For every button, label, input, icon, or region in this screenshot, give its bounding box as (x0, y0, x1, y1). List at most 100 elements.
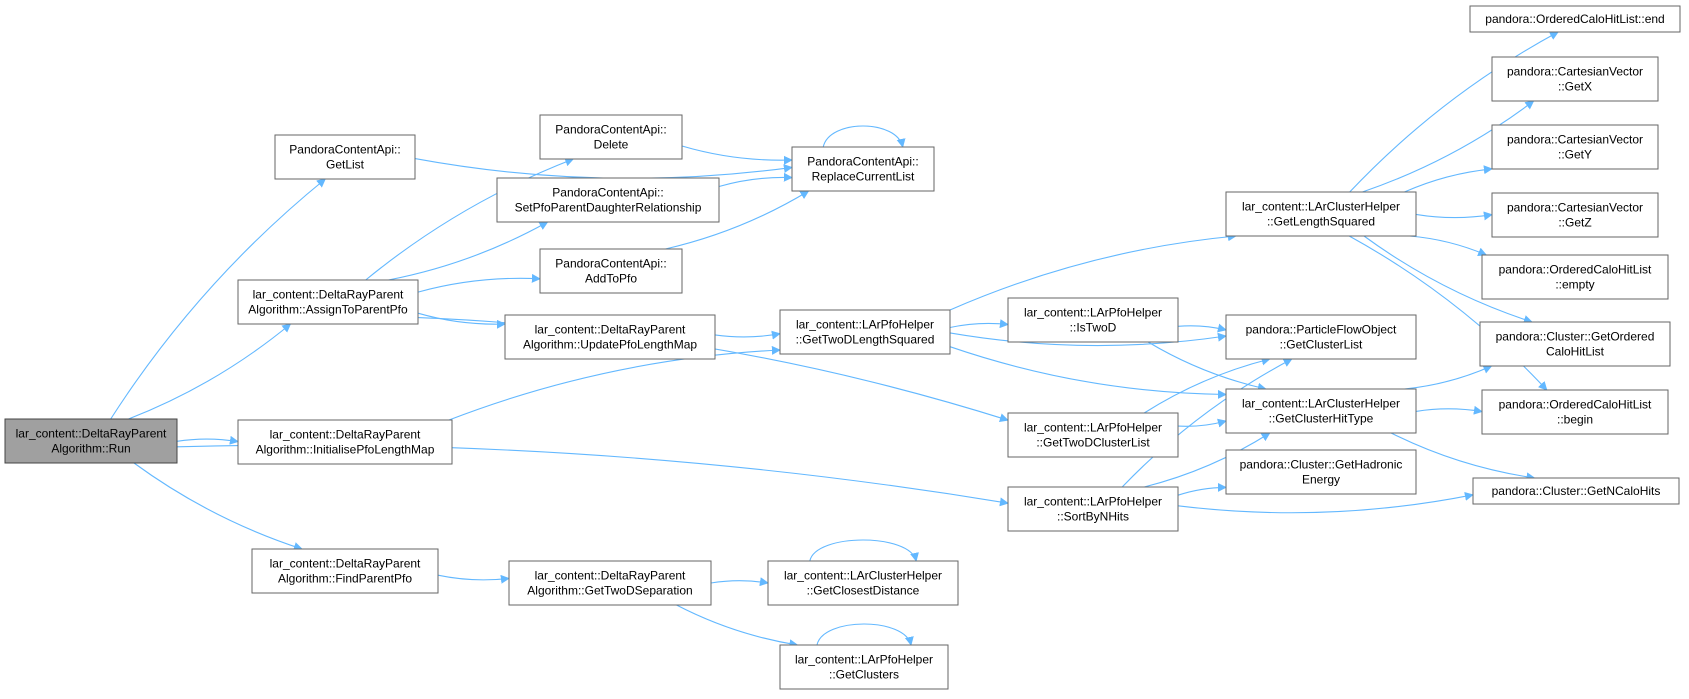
node-box (767, 560, 959, 606)
node-setpfo[interactable]: PandoraContentApi::SetPfoParentDaughterR… (496, 177, 720, 223)
node-label-line: lar_content::LArPfoHelper (1024, 421, 1162, 435)
node-box (4, 418, 178, 464)
edge-twodlen-to-istwod (949, 319, 1009, 329)
node-label-line: ::GetClusters (829, 668, 899, 682)
edge-assign-to-twodclist (417, 317, 1009, 423)
node-label-line: Delete (594, 138, 629, 152)
edge-run-to-assign (128, 323, 292, 420)
edge-lensq-to-getx (1362, 100, 1535, 193)
node-hittype[interactable]: lar_content::LArClusterHelper::GetCluste… (1225, 388, 1417, 434)
node-box (1007, 486, 1179, 532)
node-label-line: ::GetClusterHitType (1269, 412, 1374, 426)
node-label-line: PandoraContentApi:: (552, 186, 663, 200)
node-label-line: lar_content::DeltaRayParent (535, 569, 686, 583)
node-label-line: lar_content::LArPfoHelper (1024, 495, 1162, 509)
edge-twodlen-to-lensq (949, 232, 1237, 311)
node-label-line: pandora::Cluster::GetHadronic (1240, 458, 1403, 472)
node-box (779, 644, 949, 690)
node-delete[interactable]: PandoraContentApi::Delete (539, 114, 683, 160)
node-label-line: PandoraContentApi:: (289, 143, 400, 157)
edge-lensq-to-gety (1404, 165, 1493, 193)
node-label-line: ::GetY (1558, 148, 1592, 162)
node-updatepfo[interactable]: lar_content::DeltaRayParentAlgorithm::Up… (504, 314, 716, 360)
node-replace[interactable]: PandoraContentApi::ReplaceCurrentList (791, 146, 935, 192)
edge-sortbyn-to-pfoclist (1121, 358, 1293, 488)
node-sortbyn[interactable]: lar_content::LArPfoHelper::SortByNHits (1007, 486, 1179, 532)
edge-lensq-to-empty (1409, 235, 1488, 256)
node-label-line: lar_content::DeltaRayParent (253, 288, 404, 302)
node-label-line: pandora::OrderedCaloHitList (1499, 398, 1652, 412)
node-initpfo[interactable]: lar_content::DeltaRayParentAlgorithm::In… (237, 419, 453, 465)
node-getclusters[interactable]: lar_content::LArPfoHelper::GetClusters (779, 644, 949, 690)
edge-lensq-to-ordered (1363, 235, 1533, 324)
node-ncalo[interactable]: pandora::Cluster::GetNCaloHits (1472, 477, 1680, 505)
node-box (779, 309, 951, 355)
node-istwod[interactable]: lar_content::LArPfoHelper::IsTwoD (1007, 297, 1179, 343)
node-getx[interactable]: pandora::CartesianVector::GetX (1491, 56, 1659, 102)
node-box (1481, 389, 1669, 435)
node-label-line: CaloHitList (1546, 345, 1605, 359)
node-box (1472, 477, 1680, 505)
edge-hittype-to-ordered (1404, 365, 1493, 390)
node-label-line: lar_content::LArPfoHelper (796, 318, 934, 332)
edge-hittype-to-ncalo (1390, 432, 1536, 482)
node-lensq[interactable]: lar_content::LArClusterHelper::GetLength… (1225, 191, 1417, 237)
node-end[interactable]: pandora::OrderedCaloHitList::end (1469, 5, 1681, 33)
edge-hittype-to-begin (1415, 405, 1483, 415)
node-addtopfo[interactable]: PandoraContentApi::AddToPfo (539, 248, 683, 294)
node-twodlen[interactable]: lar_content::LArPfoHelper::GetTwoDLength… (779, 309, 951, 355)
edge-setpfo-to-replace (718, 172, 793, 188)
node-label-line: ::begin (1557, 413, 1593, 427)
node-twodsep[interactable]: lar_content::DeltaRayParentAlgorithm::Ge… (508, 560, 712, 606)
node-assign[interactable]: lar_content::DeltaRayParentAlgorithm::As… (237, 279, 419, 325)
node-box (539, 114, 683, 160)
node-gety[interactable]: pandora::CartesianVector::GetY (1491, 124, 1659, 170)
edge-replace-to-replace (822, 125, 906, 148)
node-label-line: lar_content::LArPfoHelper (795, 653, 933, 667)
node-label-line: ReplaceCurrentList (812, 170, 915, 184)
node-box (791, 146, 935, 192)
node-box (1469, 5, 1681, 33)
node-pfoclist[interactable]: pandora::ParticleFlowObject::GetClusterL… (1225, 314, 1417, 360)
node-label-line: ::GetTwoDLengthSquared (796, 333, 935, 347)
edge-findparent-to-twodsep (437, 574, 510, 584)
node-getlist[interactable]: PandoraContentApi::GetList (274, 134, 416, 180)
node-closest[interactable]: lar_content::LArClusterHelper::GetCloses… (767, 560, 959, 606)
node-label-line: PandoraContentApi:: (807, 155, 918, 169)
node-label-line: Algorithm::InitialisePfoLengthMap (256, 443, 435, 457)
node-label-line: lar_content::LArClusterHelper (784, 569, 942, 583)
node-label-line: ::IsTwoD (1070, 321, 1117, 335)
node-findparent[interactable]: lar_content::DeltaRayParentAlgorithm::Fi… (251, 548, 439, 594)
node-box (274, 134, 416, 180)
node-label-line: lar_content::DeltaRayParent (535, 323, 686, 337)
edge-istwod-to-pfoclist (1177, 323, 1227, 333)
node-box (1491, 56, 1659, 102)
node-layer: lar_content::DeltaRayParentAlgorithm::Ru… (4, 5, 1681, 690)
edge-lensq-to-end (1349, 31, 1559, 193)
edge-twodlen-to-pfoclist (949, 332, 1227, 347)
node-label-line: ::empty (1555, 278, 1594, 292)
node-box (1491, 192, 1659, 238)
node-run[interactable]: lar_content::DeltaRayParentAlgorithm::Ru… (4, 418, 178, 464)
node-label-line: ::GetLengthSquared (1267, 215, 1375, 229)
edge-closest-to-closest (809, 539, 919, 562)
node-getz[interactable]: pandora::CartesianVector::GetZ (1491, 192, 1659, 238)
node-begin[interactable]: pandora::OrderedCaloHitList::begin (1481, 389, 1669, 435)
edge-twodsep-to-getclusters (676, 604, 799, 649)
node-box (508, 560, 712, 606)
node-label-line: pandora::Cluster::GetOrdered (1496, 330, 1655, 344)
edge-updatepfo-to-twodlen (714, 330, 781, 340)
node-empty[interactable]: pandora::OrderedCaloHitList::empty (1481, 254, 1669, 300)
edge-getclusters-to-getclusters (816, 623, 914, 646)
node-box (237, 419, 453, 465)
node-twodclist[interactable]: lar_content::LArPfoHelper::GetTwoDCluste… (1007, 412, 1179, 458)
node-box (251, 548, 439, 594)
edge-addtopfo-to-replace (665, 190, 810, 250)
node-label-line: lar_content::DeltaRayParent (270, 557, 421, 571)
node-label-line: PandoraContentApi:: (555, 257, 666, 271)
node-label-line: ::GetTwoDClusterList (1036, 436, 1150, 450)
edge-twodsep-to-closest (710, 577, 769, 587)
node-label-line: ::GetClusterList (1280, 338, 1363, 352)
